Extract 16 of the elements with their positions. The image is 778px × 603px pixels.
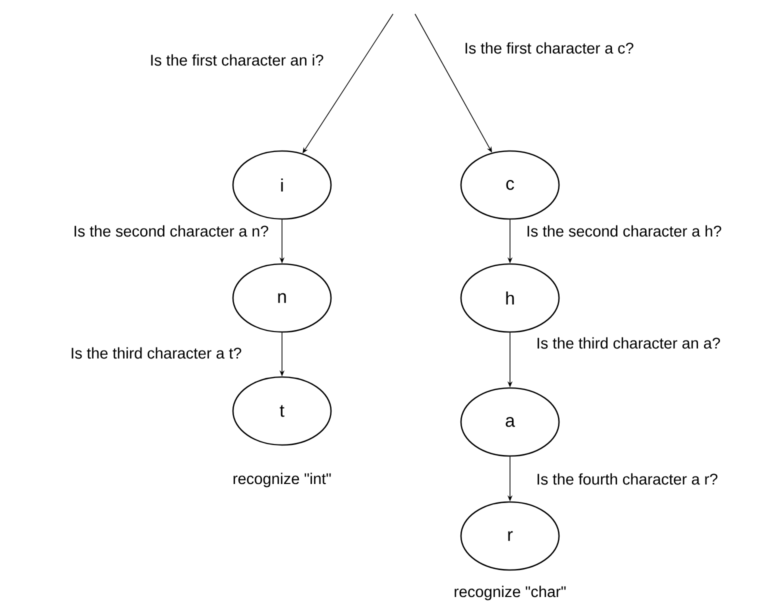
edge-label: Is the fourth character a r? — [535, 472, 719, 486]
result-text: recognize "int" — [234, 472, 331, 488]
ellipse-node: a — [460, 387, 560, 457]
ellipse-node: n — [232, 263, 332, 333]
edge-label: Is the second character a h? — [525, 224, 723, 238]
edge-label: Is the second character a n? — [72, 224, 270, 238]
edge-label: Is the first character an i? — [148, 53, 325, 67]
edge-label: Is the third character an a? — [535, 336, 722, 350]
result-text: recognize "char" — [454, 586, 566, 600]
ellipse-node: i — [232, 150, 332, 220]
ellipse-node: c — [460, 150, 560, 220]
ellipse-node: r — [460, 501, 560, 571]
ellipse-node: t — [232, 376, 332, 446]
edge-label: Is the third character a t? — [69, 346, 243, 360]
ellipse-node: h — [460, 263, 560, 333]
edge-label: Is the first character a c? — [463, 41, 635, 55]
